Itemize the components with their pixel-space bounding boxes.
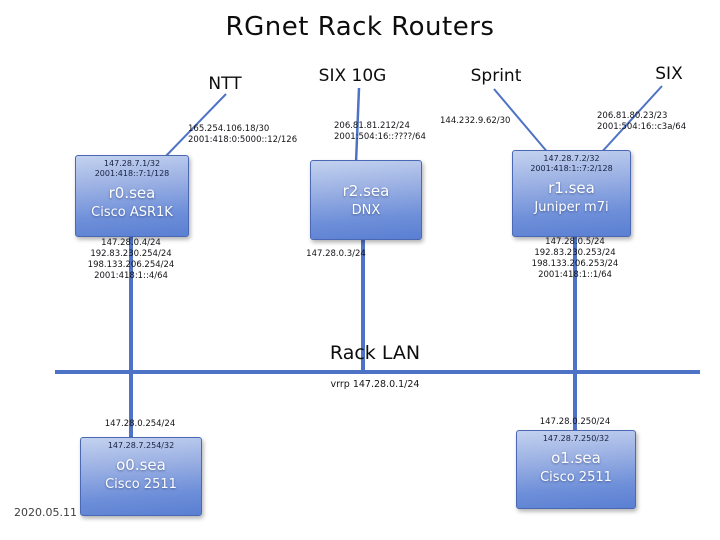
router-node-o0: 147.28.7.254/32 o0.sea Cisco 2511 — [80, 437, 202, 516]
router-name: r2.sea — [342, 182, 390, 200]
link-address: 144.232.9.62/30 — [440, 116, 511, 126]
router-node-r1: 147.28.7.2/32 2001:418:1::7:2/128 r1.sea… — [512, 150, 631, 237]
o0-lan-address: 147.28.0.254/24 — [104, 419, 176, 429]
r0-lan-addresses: 147.28.0.4/24 192.83.230.254/24 198.133.… — [71, 238, 191, 282]
link-address: 165.254.106.18/30 — [188, 124, 270, 134]
page-title: RGnet Rack Routers — [225, 12, 495, 42]
router-model: Cisco ASR1K — [91, 205, 173, 220]
ntt-link-addresses: 165.254.106.18/30 2001:418:0:5000::12/12… — [188, 124, 297, 146]
sprint-uplink-line — [493, 88, 550, 155]
vrrp-address: vrrp 147.28.0.1/24 — [330, 379, 420, 390]
slide-date: 2020.05.11 — [14, 506, 77, 519]
six10g-link-addresses: 206.81.81.212/24 2001:504:16::????/64 — [334, 121, 426, 143]
loopback-address: 147.28.7.1/32 — [103, 159, 161, 168]
lan-address: 2001:418:1::4/64 — [94, 271, 168, 281]
loopback-address: 147.28.7.254/32 — [107, 441, 175, 450]
uplink-label-sprint: Sprint — [470, 66, 522, 86]
link-address: 2001:418:0:5000::12/126 — [188, 135, 298, 145]
link-address: 206.81.80.23/23 — [597, 111, 668, 121]
loopback-address: 2001:418::7:1/128 — [94, 169, 170, 178]
lan-address: 147.28.0.3/24 — [306, 249, 366, 259]
router-model: Cisco 2511 — [105, 477, 177, 492]
link-address: 2001:504:16::c3a/64 — [597, 122, 687, 132]
lan-address: 2001:418:1::1/64 — [538, 270, 612, 280]
o1-lan-address: 147.28.0.250/24 — [539, 417, 611, 427]
six10g-uplink-line — [354, 87, 361, 164]
router-node-r2: r2.sea DNX — [310, 160, 422, 240]
router-name: o1.sea — [551, 449, 601, 467]
six-uplink-line — [599, 85, 663, 155]
uplink-label-six10g: SIX 10G — [318, 66, 387, 86]
uplink-label-six: SIX — [655, 64, 683, 84]
router-name: r1.sea — [548, 179, 595, 197]
link-address: 2001:504:16::????/64 — [334, 132, 426, 142]
lan-address: 198.133.206.253/24 — [531, 259, 619, 269]
router-model: Juniper m7i — [534, 200, 609, 215]
loopback-address: 2001:418:1::7:2/128 — [530, 164, 613, 173]
router-node-o1: 147.28.7.250/32 o1.sea Cisco 2511 — [516, 430, 636, 509]
router-model: DNX — [351, 203, 381, 218]
loopback-address: 147.28.7.250/32 — [542, 434, 610, 443]
six-link-addresses: 206.81.80.23/23 2001:504:16::c3a/64 — [597, 111, 686, 133]
router-model: Cisco 2511 — [540, 470, 612, 485]
lan-address: 147.28.0.4/24 — [101, 238, 161, 248]
r1-lan-addresses: 147.28.0.5/24 192.83.230.253/24 198.133.… — [515, 237, 635, 281]
lan-address: 198.133.206.254/24 — [87, 260, 175, 270]
rack-lan-label: Rack LAN — [329, 342, 421, 364]
lan-address: 192.83.230.253/24 — [534, 248, 616, 258]
lan-address: 147.28.0.5/24 — [545, 237, 605, 247]
uplink-label-ntt: NTT — [208, 74, 242, 94]
sprint-link-addresses: 144.232.9.62/30 — [440, 116, 510, 127]
loopback-address: 147.28.7.2/32 — [543, 154, 600, 163]
link-address: 206.81.81.212/24 — [334, 121, 410, 131]
router-node-r0: 147.28.7.1/32 2001:418::7:1/128 r0.sea C… — [75, 155, 189, 237]
r2-lan-addresses: 147.28.0.3/24 — [296, 249, 376, 260]
lan-address: 192.83.230.254/24 — [90, 249, 172, 259]
ntt-uplink-line — [163, 93, 227, 159]
router-name: r0.sea — [108, 184, 156, 202]
router-name: o0.sea — [116, 456, 166, 474]
